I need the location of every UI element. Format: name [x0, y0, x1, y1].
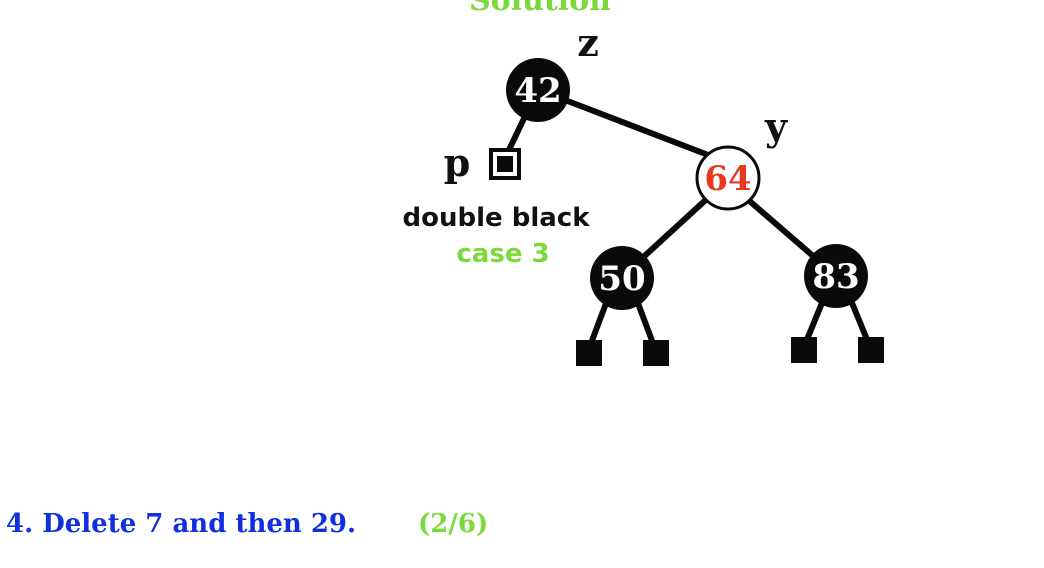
edge-64-50: [635, 193, 713, 265]
nil-leaf-50-left: [576, 340, 602, 366]
annotation-case: case 3: [456, 239, 549, 269]
edge-83-leftleaf: [803, 296, 827, 344]
node-64: 64: [695, 145, 761, 211]
edge-50-leftleaf: [587, 296, 611, 348]
node-50-label: 50: [598, 259, 645, 299]
node-83: 83: [804, 244, 868, 308]
edge-64-83: [744, 195, 822, 265]
annotation-double-black: double black: [403, 203, 591, 233]
nil-leaf-83-left: [791, 337, 817, 363]
slide-title: Solution: [469, 0, 611, 18]
label-p: p: [444, 140, 471, 185]
label-z: z: [577, 20, 599, 65]
node-64-label: 64: [704, 159, 751, 199]
question-text: 4. Delete 7 and then 29.: [6, 509, 356, 539]
edge-42-64: [563, 97, 718, 161]
node-83-label: 83: [812, 257, 859, 297]
progress-text: (2/6): [418, 509, 488, 539]
nil-leaf-83-right: [858, 337, 884, 363]
nil-leaf-50-right: [643, 340, 669, 366]
node-42: 42: [506, 58, 570, 122]
edge-83-rightleaf: [847, 296, 871, 344]
label-y: y: [764, 104, 788, 149]
node-42-label: 42: [514, 71, 561, 111]
node-50: 50: [590, 246, 654, 310]
edge-50-rightleaf: [633, 296, 657, 348]
double-black-leaf-p: [489, 148, 521, 180]
